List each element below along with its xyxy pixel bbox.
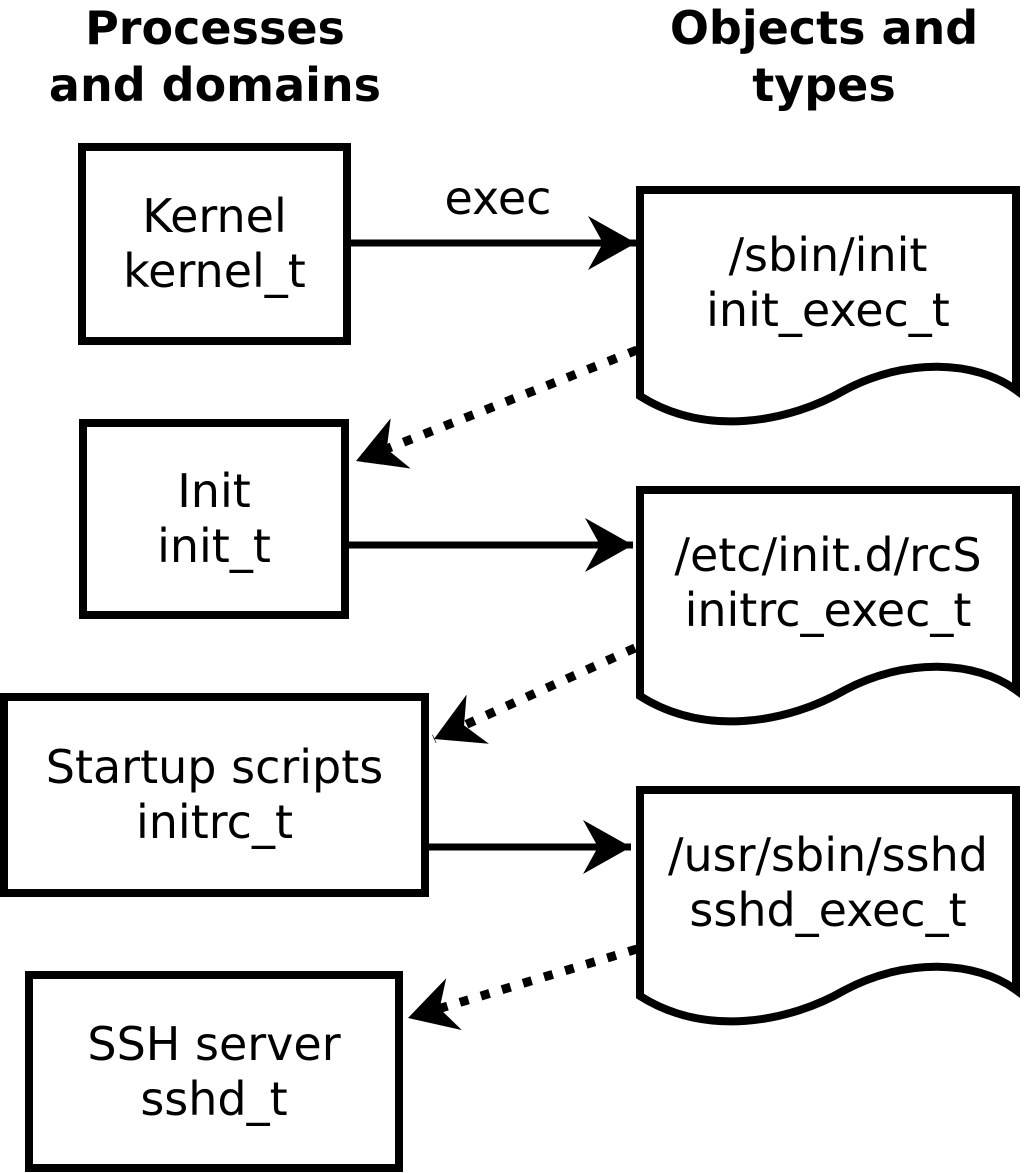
header-line: types	[752, 58, 896, 112]
column-header-objects-and-types: Objects and types	[628, 0, 1020, 114]
object-type-label: init_exec_t	[706, 283, 950, 337]
header-line: Objects and	[669, 1, 979, 55]
domain-type-label: sshd_t	[140, 1071, 288, 1126]
transition-arrow-etc-initd-rcs-to-startup-scripts	[432, 643, 637, 744]
column-header-processes-and-domains: Processes and domains	[15, 0, 415, 114]
header-line: and domains	[48, 58, 382, 112]
transition-arrow-sbin-init-to-init	[354, 345, 639, 469]
process-node-kernel: Kernel kernel_t	[78, 143, 351, 345]
process-name: Kernel	[142, 189, 287, 243]
process-name: SSH server	[87, 1016, 341, 1071]
object-path: /sbin/init	[728, 228, 928, 282]
edge-label-exec: exec	[444, 171, 552, 225]
process-node-init: Init init_t	[79, 419, 349, 619]
object-node-usr-sbin-sshd: /usr/sbin/sshd sshd_exec_t	[640, 790, 1016, 990]
domain-type-label: initrc_t	[136, 795, 293, 849]
object-path: /usr/sbin/sshd	[668, 828, 988, 882]
process-name: Startup scripts	[45, 740, 384, 794]
object-node-etc-initd-rcs: /etc/init.d/rcS initrc_exec_t	[640, 490, 1016, 690]
domain-type-label: init_t	[157, 519, 271, 573]
object-node-sbin-init: /sbin/init init_exec_t	[640, 190, 1016, 390]
object-type-label: sshd_exec_t	[689, 883, 967, 937]
transition-arrow-usr-sbin-sshd-to-ssh-server	[406, 944, 639, 1031]
process-node-startup-scripts: Startup scripts initrc_t	[0, 693, 429, 897]
process-name: Init	[177, 464, 251, 518]
process-node-ssh-server: SSH server sshd_t	[25, 971, 403, 1172]
domain-type-label: kernel_t	[123, 244, 306, 298]
header-line: Processes	[85, 1, 345, 55]
object-path: /etc/init.d/rcS	[674, 528, 982, 582]
object-type-label: initrc_exec_t	[684, 583, 972, 637]
